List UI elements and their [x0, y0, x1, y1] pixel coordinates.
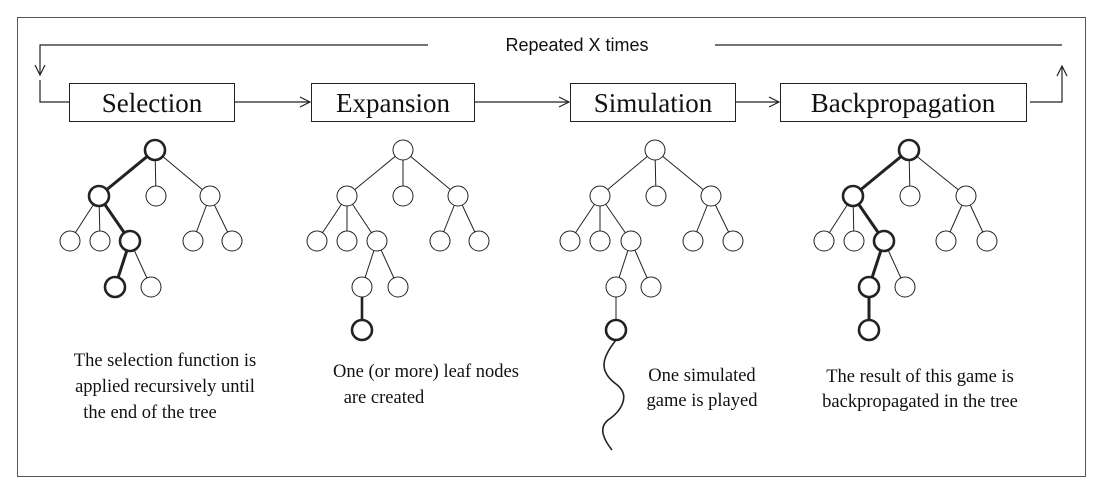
stage-box-simulation [570, 83, 736, 122]
tree-backpropagation [813, 138, 998, 342]
stage-box-selection [69, 83, 235, 122]
stage-title-expansion: Expansion [336, 88, 450, 118]
caption-expansion-line-2: are created [344, 388, 425, 408]
outer-frame [17, 17, 1086, 477]
caption-selection-line-3: the end of the tree [83, 403, 217, 423]
caption-simulation-line-2: game is played [647, 391, 759, 411]
captions: The selection function is applied recurs… [74, 351, 1018, 423]
caption-backpropagation-line-1: The result of this game is [826, 367, 1014, 387]
stage-box-expansion [311, 83, 475, 122]
stage-simulation: Simulation [570, 83, 736, 122]
stage-backpropagation: Backpropagation [780, 83, 1027, 122]
caption-selection-line-1: The selection function is [74, 351, 256, 371]
simulation-random-path [601, 339, 625, 451]
caption-simulation-line-1: One simulated [648, 366, 756, 386]
stage-selection: Selection [69, 83, 235, 122]
repeat-loop [40, 44, 1062, 103]
stage-title-simulation: Simulation [594, 88, 713, 118]
stage-title-selection: Selection [102, 88, 203, 118]
caption-expansion-line-1: One (or more) leaf nodes [333, 362, 519, 382]
caption-selection-line-2: applied recursively until [75, 377, 255, 397]
stage-expansion: Expansion [311, 83, 475, 122]
stage-title-backpropagation: Backpropagation [811, 88, 996, 118]
caption-backpropagation-line-2: backpropagated in the tree [822, 392, 1018, 412]
tree-simulation [559, 139, 744, 451]
tree-expansion [306, 139, 490, 342]
stage-box-backpropagation [780, 83, 1027, 122]
loop-label: Repeated X times [505, 35, 648, 55]
tree-selection [59, 138, 243, 299]
